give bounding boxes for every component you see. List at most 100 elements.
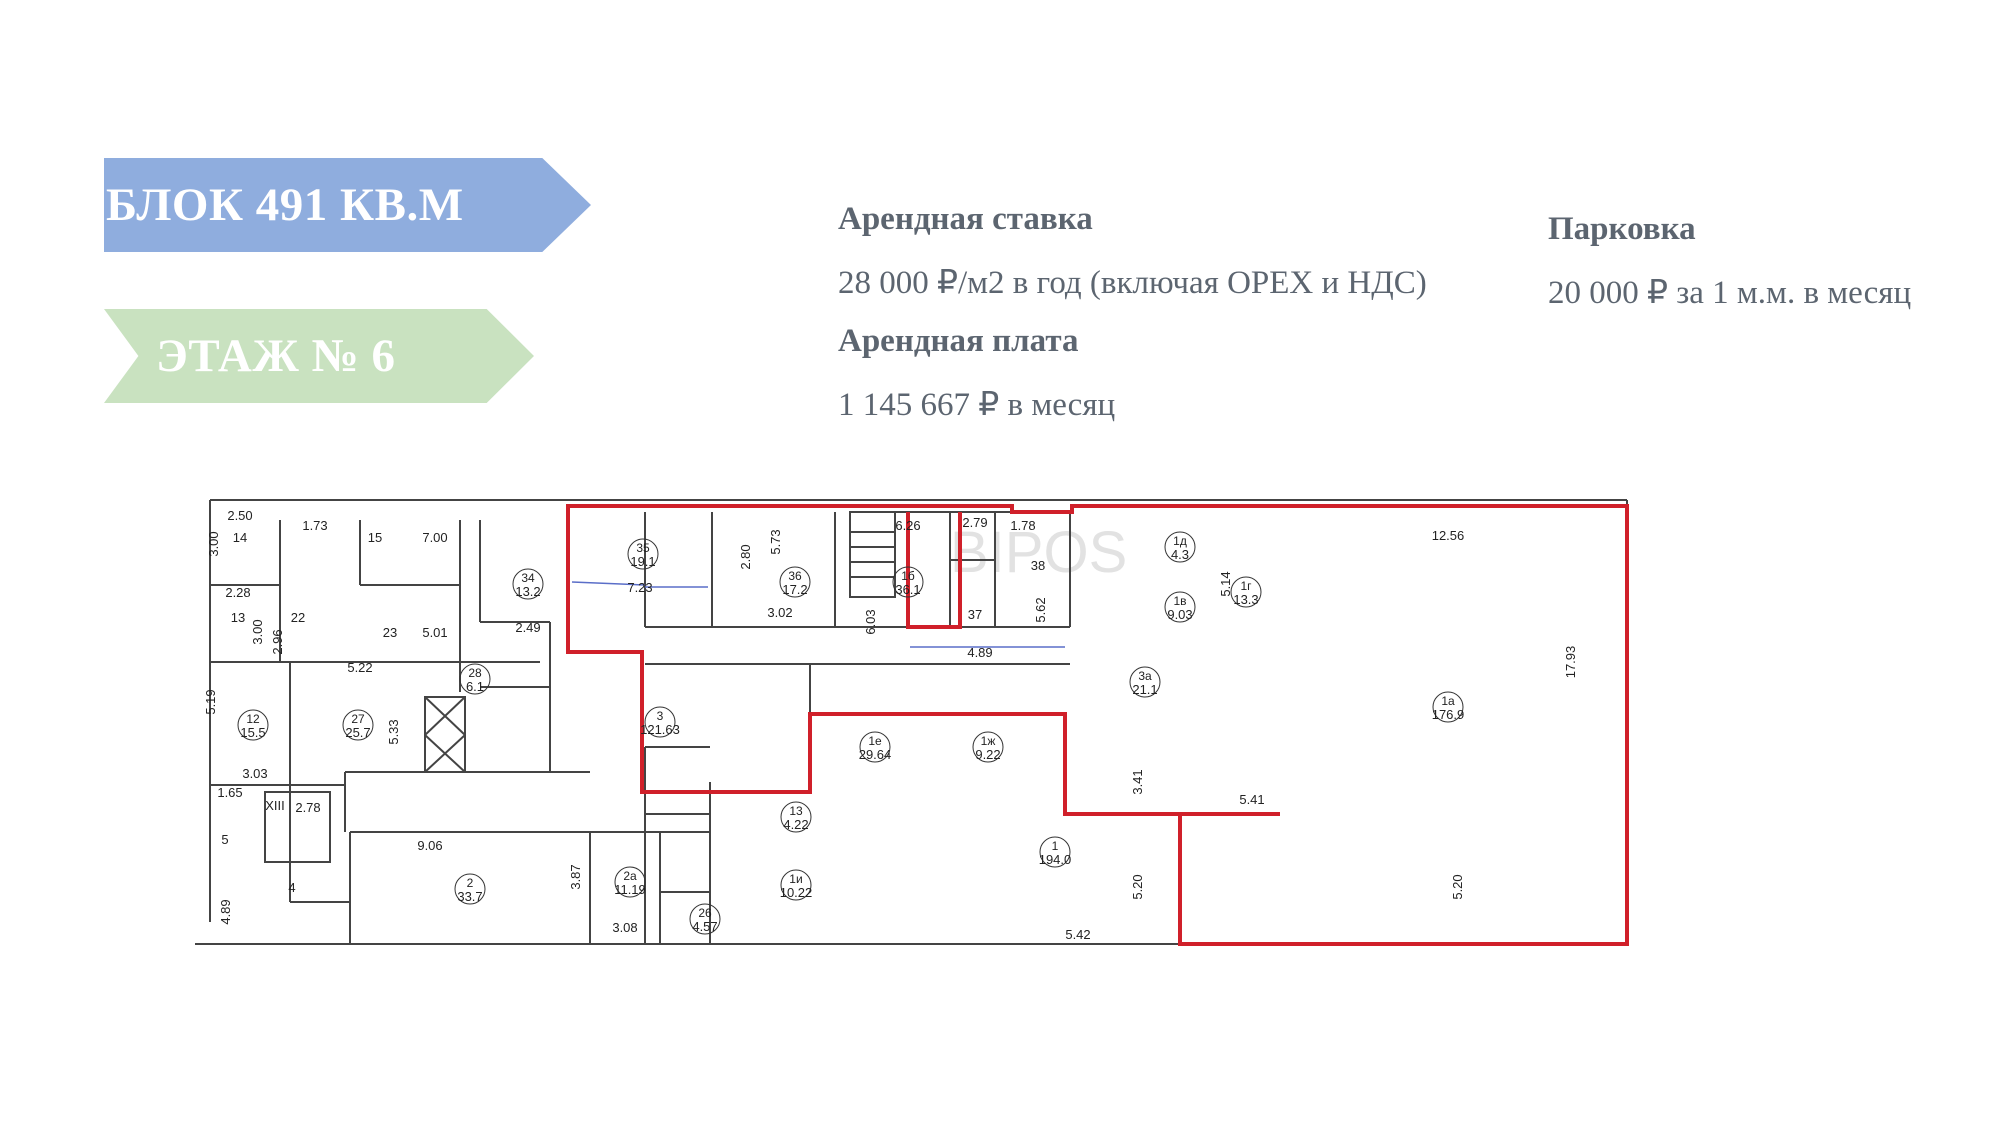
lbl-2-50: 2.50: [227, 508, 252, 523]
floor-badge: ЭТАЖ № 6: [104, 309, 534, 403]
floor-text: ЭТАЖ № 6: [156, 330, 396, 382]
room-1a-number: 1а: [1441, 694, 1455, 708]
lbl-7-00: 7.00: [422, 530, 447, 545]
room-1e-circle: [859, 731, 891, 763]
room-1a-circle: [1432, 691, 1464, 723]
lbl-12-56: 12.56: [1432, 528, 1465, 543]
room-2-circle: [454, 873, 486, 905]
room-1-area: 194.0: [1039, 852, 1072, 867]
room-28-circle: [459, 663, 491, 695]
room-13-marker: 134.22: [780, 801, 812, 833]
room-34-number: 34: [521, 571, 535, 585]
room-13-circle: [780, 801, 812, 833]
lbl-2-28: 2.28: [225, 585, 250, 600]
room-2-number: 2: [467, 876, 474, 890]
floor-plan: BIPOS: [195, 499, 1629, 946]
lbl-7-23: 7.23: [627, 580, 652, 595]
plan-walls: [195, 499, 1628, 945]
lbl-3-87: 3.87: [568, 864, 583, 889]
room-26-area: 4.57: [692, 919, 717, 934]
room-2-area: 33.7: [457, 889, 482, 904]
room-1i-circle: [780, 869, 812, 901]
lbl-1-73: 1.73: [302, 518, 327, 533]
room-36-area: 17.2: [782, 582, 807, 597]
lbl-2-80: 2.80: [738, 544, 753, 569]
room-28-marker: 286.1: [459, 663, 491, 695]
room-26-marker: 264.57: [689, 903, 721, 935]
room-1d-marker: 1д4.3: [1164, 531, 1196, 563]
room-1zh-number: 1ж: [981, 734, 996, 748]
room-1v-area: 9.03: [1167, 607, 1192, 622]
room-1-number: 1: [1052, 839, 1059, 853]
room-1e-area: 29.64: [859, 747, 892, 762]
lbl-5-41: 5.41: [1239, 792, 1264, 807]
room-1e-number: 1е: [868, 734, 882, 748]
rent-payment-title: Арендная плата: [838, 323, 1079, 359]
room-35-number: 35: [636, 541, 650, 555]
room-1g-number: 1г: [1240, 579, 1252, 593]
room-1i-area: 10.22: [780, 885, 813, 900]
room-28-number: 28: [468, 666, 482, 680]
lbl-22: 22: [291, 610, 305, 625]
parking-title: Парковка: [1548, 211, 1696, 247]
room-3a-number: 3а: [1138, 669, 1152, 683]
room-3-circle: [644, 706, 676, 738]
lbl-5: 5: [221, 832, 228, 847]
room-1d-circle: [1164, 531, 1196, 563]
lbl-4-89a: 4.89: [218, 899, 233, 924]
room-26-number: 26: [698, 906, 712, 920]
lbl-5-19: 5.19: [203, 689, 218, 714]
room-1b-number: 1б: [901, 569, 915, 583]
room-36-circle: [779, 566, 811, 598]
lbl-23: 23: [383, 625, 397, 640]
lbl-4-89b: 4.89: [967, 645, 992, 660]
rent-rate-title: Арендная ставка: [838, 201, 1093, 237]
parking-value: 20 000 ₽ за 1 м.м. в месяц: [1548, 275, 1912, 311]
block-area-text: БЛОК 491 КВ.М: [106, 179, 464, 231]
room-3-number: 3: [657, 709, 664, 723]
room-1a-area: 176.9: [1432, 707, 1465, 722]
lbl-4: 4: [288, 880, 295, 895]
room-1b-area: 36.1: [895, 582, 920, 597]
room-12-number: 12: [246, 712, 260, 726]
room-1d-area: 4.3: [1171, 547, 1189, 562]
lbl-6-26: 6.26: [895, 518, 920, 533]
room-12-area: 15.5: [240, 725, 265, 740]
lbl-3-02: 3.02: [767, 605, 792, 620]
lbl-5-73: 5.73: [768, 529, 783, 554]
plan-watermark: BIPOS: [950, 520, 1127, 585]
room-2a-area: 11.19: [614, 882, 646, 897]
lbl-5-20a: 5.20: [1130, 874, 1145, 899]
lbl-5-22: 5.22: [347, 660, 372, 675]
lbl-14: 14: [233, 530, 247, 545]
room-27-area: 25.7: [345, 725, 370, 740]
lbl-1-65: 1.65: [217, 785, 242, 800]
room-12-circle: [237, 709, 269, 741]
lbl-5-01: 5.01: [422, 625, 447, 640]
lbl-3-00b: 3.00: [250, 619, 265, 644]
leasable-block-outline: [566, 504, 1629, 946]
room-1v-number: 1в: [1173, 594, 1186, 608]
room-26-circle: [689, 903, 721, 935]
lbl-38: 38: [1031, 558, 1045, 573]
room-35-area: 19.1: [630, 554, 655, 569]
room-1v-marker: 1в9.03: [1164, 591, 1196, 623]
room-13-area: 4.22: [783, 817, 808, 832]
room-27-circle: [342, 709, 374, 741]
room-1g-circle: [1230, 576, 1262, 608]
lbl-2-79: 2.79: [962, 515, 987, 530]
lbl-13: 13: [231, 610, 245, 625]
stair-block-outline: [906, 512, 962, 629]
